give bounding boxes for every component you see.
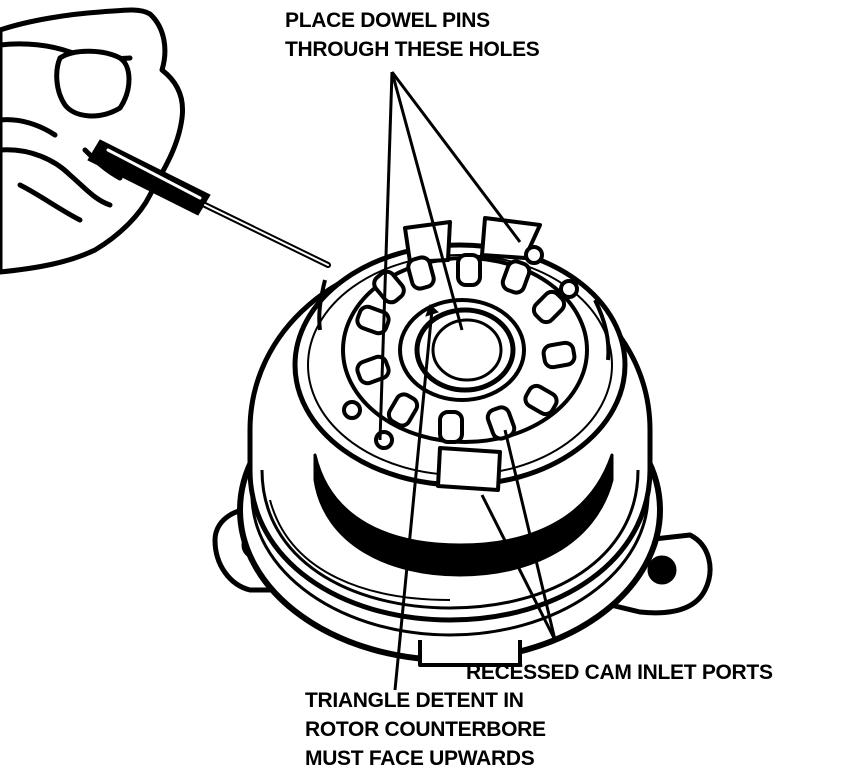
dowel-tool-icon xyxy=(87,139,331,268)
dowel-holes xyxy=(342,245,579,450)
dowel-pins-line-1: PLACE DOWEL PINS xyxy=(285,9,490,32)
hand-icon xyxy=(0,7,186,275)
cam-inlet-callout: RECESSED CAM INLET PORTS xyxy=(466,658,773,687)
triangle-detent-line-1: TRIANGLE DETENT IN xyxy=(305,689,524,712)
triangle-detent-line-3: MUST FACE UPWARDS xyxy=(305,747,535,770)
triangle-detent-callout: TRIANGLE DETENT IN ROTOR COUNTERBORE MUS… xyxy=(305,686,546,773)
dowel-pins-line-2: THROUGH THESE HOLES xyxy=(285,38,540,61)
triangle-detent-line-2: ROTOR COUNTERBORE xyxy=(305,718,546,741)
dowel-pins-callout: PLACE DOWEL PINS THROUGH THESE HOLES xyxy=(285,6,540,64)
rotor-counterbore xyxy=(398,298,526,402)
rotor-vane-slots xyxy=(355,253,577,444)
cam-inlet-line-1: RECESSED CAM INLET PORTS xyxy=(466,661,773,684)
leader-lines xyxy=(378,71,557,691)
